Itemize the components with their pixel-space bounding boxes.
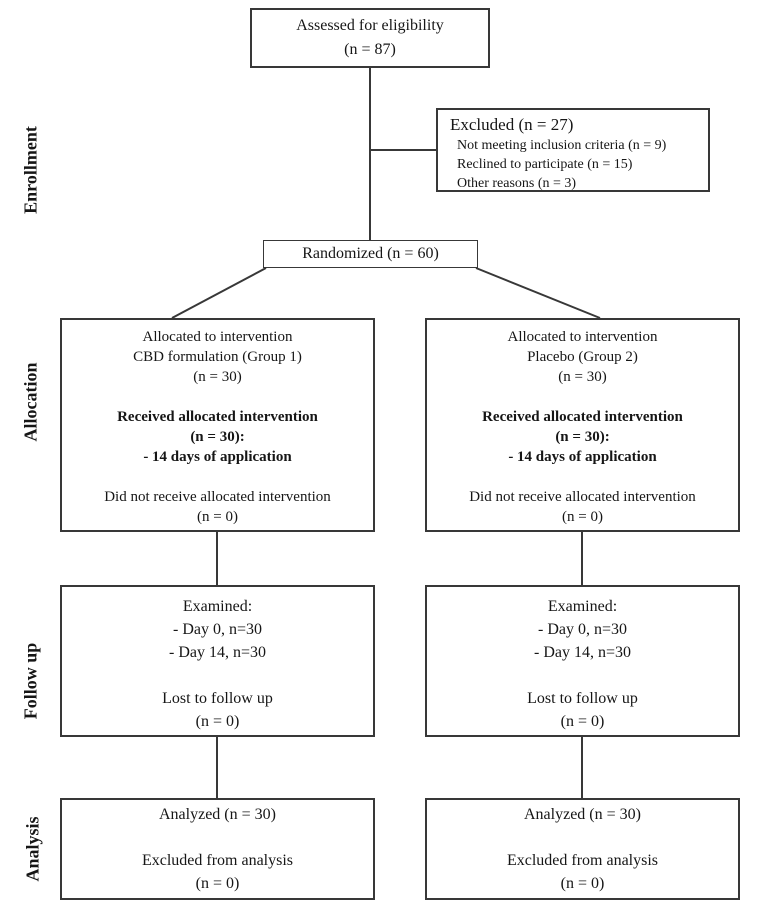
followup-box-group1: Examined: - Day 0, n=30 - Day 14, n=30 L… [60, 585, 375, 737]
allocation-line: Received allocated intervention [117, 409, 318, 425]
analysis-box-group1: Analyzed (n = 30) Excluded from analysis… [60, 798, 375, 900]
followup-line: Lost to follow up [527, 690, 638, 707]
analysis-line: Excluded from analysis [141, 852, 294, 869]
analysis-line: (n = 0) [195, 875, 240, 892]
randomized-label: Randomized (n = 60) [302, 245, 439, 262]
allocation-line: Did not receive allocated intervention [469, 489, 696, 505]
analysis-line: Analyzed (n = 30) [524, 806, 641, 823]
connector-diagonal-left [171, 267, 267, 319]
analysis-line: Excluded from analysis [506, 852, 659, 869]
allocation-line: Received allocated intervention [482, 409, 683, 425]
assessed-eligibility-box: Assessed for eligibility (n = 87) [250, 8, 490, 68]
allocation-line: - 14 days of application [143, 449, 292, 465]
followup-box-group2: Examined: - Day 0, n=30 - Day 14, n=30 L… [425, 585, 740, 737]
allocation-line: Placebo (Group 2) [527, 349, 638, 365]
assessed-line-2: (n = 87) [344, 41, 396, 58]
allocation-line: (n = 0) [562, 509, 603, 525]
excluded-box: Excluded (n = 27) Not meeting inclusion … [436, 108, 710, 192]
assessed-line-1: Assessed for eligibility [296, 17, 444, 34]
allocation-line: (n = 30): [555, 429, 610, 445]
excluded-item: Other reasons (n = 3) [457, 176, 577, 191]
allocation-line: (n = 30) [558, 369, 607, 385]
allocation-line: (n = 0) [197, 509, 238, 525]
allocation-line: Allocated to intervention [507, 329, 658, 345]
allocation-line: Allocated to intervention [142, 329, 293, 345]
allocation-line: (n = 30): [190, 429, 245, 445]
allocation-line: - 14 days of application [508, 449, 657, 465]
followup-line: - Day 0, n=30 [172, 621, 262, 638]
excluded-item: Not meeting inclusion criteria (n = 9) [457, 138, 667, 153]
allocation-line: CBD formulation (Group 1) [133, 349, 302, 365]
analysis-line: (n = 0) [560, 875, 605, 892]
stage-label-followup: Follow up [20, 642, 41, 720]
followup-line: (n = 0) [560, 713, 605, 730]
excluded-item: Reclined to participate (n = 15) [457, 157, 633, 172]
connector-diagonal-right [475, 267, 601, 319]
allocation-box-group1: Allocated to intervention CBD formulatio… [60, 318, 375, 532]
followup-line: Examined: [547, 598, 618, 615]
followup-line: - Day 14, n=30 [168, 644, 266, 661]
followup-line: - Day 0, n=30 [537, 621, 627, 638]
followup-line: Lost to follow up [162, 690, 273, 707]
stage-label-analysis: Analysis [22, 816, 43, 882]
stage-label-enrollment: Enrollment [20, 126, 41, 214]
allocation-line: Did not receive allocated intervention [104, 489, 331, 505]
followup-line: - Day 14, n=30 [533, 644, 631, 661]
excluded-title: Excluded (n = 27) [450, 115, 574, 134]
followup-line: Examined: [182, 598, 253, 615]
analysis-line: Analyzed (n = 30) [159, 806, 276, 823]
allocation-box-group2: Allocated to intervention Placebo (Group… [425, 318, 740, 532]
followup-line: (n = 0) [195, 713, 240, 730]
randomized-box: Randomized (n = 60) [263, 240, 478, 268]
stage-label-allocation: Allocation [20, 362, 41, 442]
analysis-box-group2: Analyzed (n = 30) Excluded from analysis… [425, 798, 740, 900]
allocation-line: (n = 30) [193, 369, 242, 385]
